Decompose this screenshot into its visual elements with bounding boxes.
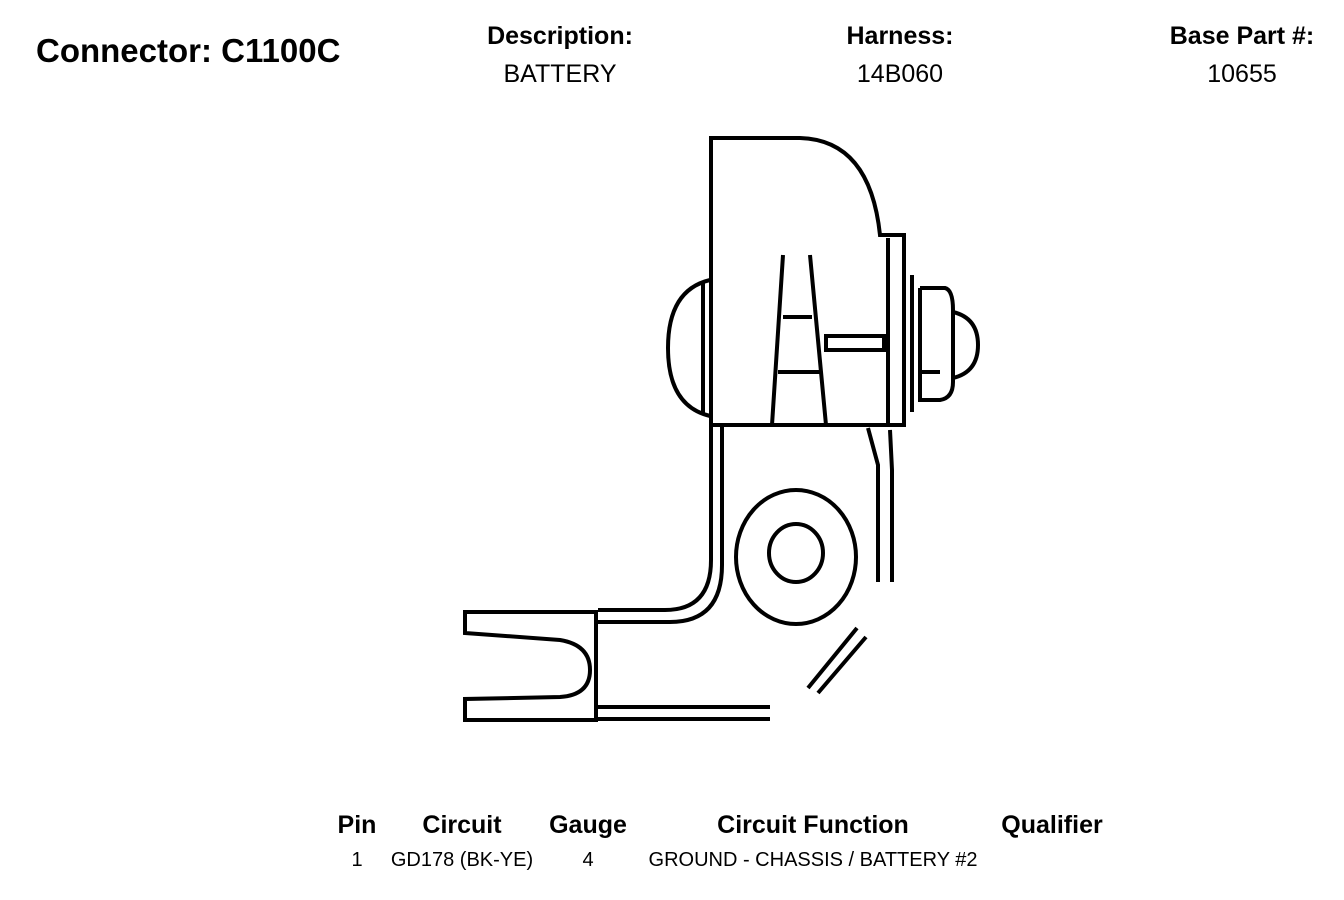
terminal-slot: [770, 254, 828, 426]
cable-strap-outer: [598, 425, 724, 624]
break-marks: [806, 626, 868, 695]
ring-terminal-outer: [734, 488, 858, 626]
connector-title: Connector: C1100C: [36, 32, 341, 69]
fork-lug: [463, 610, 598, 722]
description-value: BATTERY: [503, 60, 617, 88]
base-part-block: Base Part #: 10655: [1132, 22, 1344, 88]
terminal-bolt-tip: [952, 310, 981, 380]
harness-block: Harness: 14B060: [780, 22, 1020, 88]
description-block: Description: BATTERY: [440, 22, 680, 88]
harness-label: Harness:: [846, 22, 954, 50]
harness-value: 14B060: [856, 60, 944, 88]
ring-terminal-hole: [767, 522, 825, 584]
terminal-clamp-bar: [824, 334, 886, 352]
terminal-nut: [910, 275, 955, 412]
terminal-dome-cap: [665, 278, 711, 418]
base-part-label: Base Part #:: [1169, 22, 1315, 50]
description-label: Description:: [487, 22, 633, 50]
side-strap: [866, 427, 894, 582]
cable-strap-inner: [598, 425, 713, 612]
base-part-value: 10655: [1207, 60, 1277, 88]
terminal-body: [709, 136, 906, 427]
fork-lug-bottom-wire: [598, 705, 770, 721]
